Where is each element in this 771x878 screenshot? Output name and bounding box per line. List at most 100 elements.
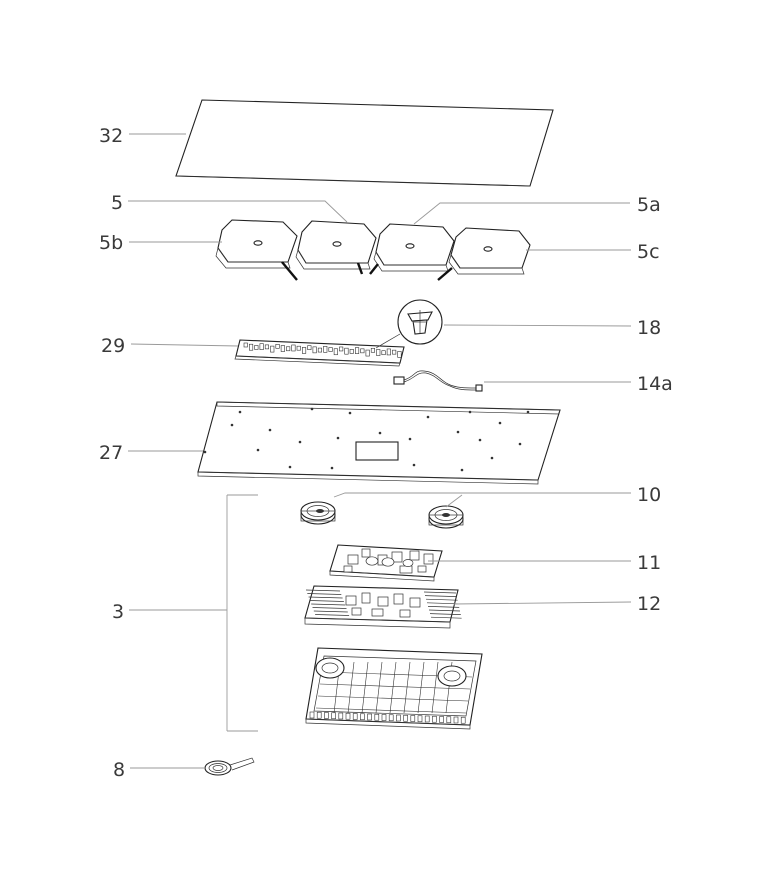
component xyxy=(333,348,338,356)
housing-ribs xyxy=(315,661,473,714)
component xyxy=(365,349,370,357)
fin xyxy=(425,598,458,601)
hole xyxy=(468,410,472,414)
vent xyxy=(403,714,408,722)
coil-5 xyxy=(295,220,377,275)
component xyxy=(377,596,389,607)
label-12: 12 xyxy=(637,593,661,615)
vent xyxy=(338,712,344,720)
coil-5c xyxy=(437,227,531,281)
component xyxy=(307,345,312,350)
hole xyxy=(490,456,494,460)
hole xyxy=(456,430,460,434)
leader-lines xyxy=(128,133,632,769)
capacitor xyxy=(402,559,414,567)
component xyxy=(328,347,333,352)
vent xyxy=(331,712,336,720)
vent xyxy=(460,716,466,724)
component xyxy=(361,592,371,604)
vent xyxy=(388,714,394,722)
component xyxy=(354,347,360,354)
component xyxy=(409,597,421,608)
part-18-control-knob xyxy=(375,299,443,349)
vent xyxy=(453,716,459,724)
board-components xyxy=(345,592,421,618)
leader-10b xyxy=(445,494,463,508)
hole xyxy=(336,436,340,440)
hole xyxy=(330,466,334,470)
vent xyxy=(410,715,416,722)
board-components xyxy=(343,548,434,574)
fin xyxy=(313,610,348,613)
leader-10 xyxy=(333,492,631,498)
label-14a: 14a xyxy=(637,373,673,395)
vent xyxy=(367,713,372,721)
vent xyxy=(345,712,351,720)
hole xyxy=(238,410,242,414)
vent xyxy=(417,715,423,723)
vent xyxy=(432,715,437,723)
component xyxy=(296,345,301,351)
fin xyxy=(309,600,344,602)
hole xyxy=(203,450,207,454)
component xyxy=(323,345,328,353)
part-27-base-plate xyxy=(197,401,561,485)
part-29-control-board xyxy=(234,339,405,367)
vent xyxy=(439,716,444,723)
rib xyxy=(361,661,369,714)
component xyxy=(370,347,376,353)
part-8-seal-tape xyxy=(204,757,255,776)
label-27: 27 xyxy=(99,442,123,464)
component xyxy=(371,608,384,617)
fin xyxy=(315,614,350,616)
leader-18 xyxy=(443,324,632,327)
component xyxy=(243,342,248,348)
component xyxy=(360,348,365,354)
board-components xyxy=(243,342,402,358)
fin xyxy=(427,606,460,608)
fin xyxy=(305,589,341,592)
component xyxy=(423,553,434,565)
component xyxy=(291,344,296,352)
rib xyxy=(389,661,397,714)
component xyxy=(344,347,349,355)
part-12-filter-board xyxy=(304,585,462,629)
coil-5a xyxy=(369,223,455,275)
part-32-glass-top xyxy=(175,99,554,187)
label-29: 29 xyxy=(101,335,125,357)
fin xyxy=(428,609,461,612)
vent xyxy=(396,714,401,722)
vent xyxy=(360,713,365,721)
vent xyxy=(374,713,380,721)
component xyxy=(347,554,359,565)
hole xyxy=(426,415,430,419)
hole xyxy=(526,410,530,414)
label-11: 11 xyxy=(637,552,661,574)
capacitor xyxy=(381,557,395,567)
component xyxy=(397,351,402,358)
vent xyxy=(324,712,329,719)
component xyxy=(392,349,397,355)
component xyxy=(301,347,307,354)
vent xyxy=(424,715,430,723)
part-10-fans xyxy=(300,501,464,529)
label-18: 18 xyxy=(637,317,661,339)
vent xyxy=(309,711,315,719)
vent xyxy=(381,714,387,721)
hole xyxy=(288,465,292,469)
hole xyxy=(408,437,412,441)
fin xyxy=(312,607,347,609)
part-14a-cable xyxy=(393,370,483,392)
label-5a: 5a xyxy=(637,194,661,216)
component xyxy=(339,346,344,352)
hole xyxy=(518,442,522,446)
label-5c: 5c xyxy=(637,241,660,263)
label-5b: 5b xyxy=(99,232,123,254)
component xyxy=(409,550,420,561)
rib xyxy=(403,661,411,714)
component xyxy=(417,565,427,573)
leader-5 xyxy=(128,200,348,223)
rib xyxy=(315,707,467,714)
fan-left xyxy=(300,501,336,525)
